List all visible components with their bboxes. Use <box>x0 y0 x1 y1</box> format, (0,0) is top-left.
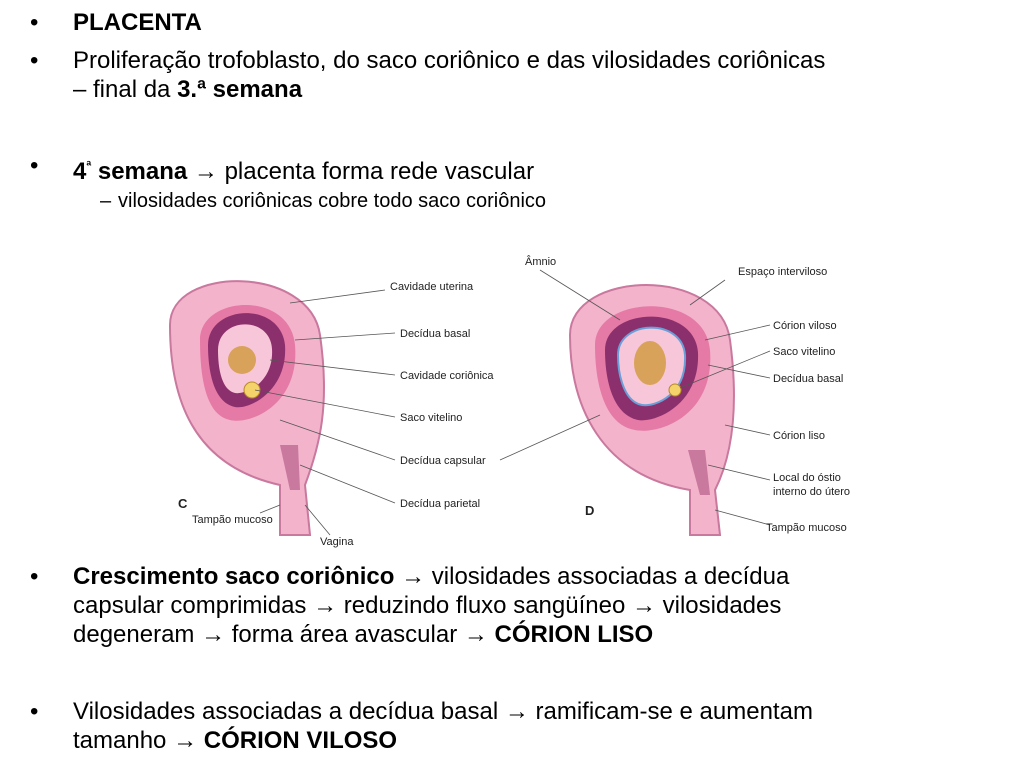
bold-week-number: 4 <box>73 158 87 185</box>
bullet-dot: • <box>30 9 39 36</box>
label-saco-vitelino-d: Saco vitelino <box>773 346 835 358</box>
label-cavidade-corionica: Cavidade coriônica <box>400 370 494 382</box>
bold-week: semana <box>91 158 188 185</box>
bullet-text-cont: – final da <box>73 76 178 103</box>
bullet-dot: • <box>30 152 39 179</box>
label-decidua-capsular: Decídua capsular <box>400 455 486 467</box>
bullet-text: Proliferação trofoblasto, do saco coriôn… <box>73 47 826 74</box>
label-decidua-basal-d: Decídua basal <box>773 373 843 385</box>
bullet-vilosidades: • Vilosidades associadas a decídua basal… <box>0 697 1024 755</box>
label-tampao-mucoso-d: Tampão mucoso <box>766 522 847 534</box>
bold-third-week: 3.ª semana <box>177 76 303 103</box>
superscript: ª <box>86 158 92 173</box>
panel-c-letter: C <box>178 496 188 511</box>
sub-bullet-text: vilosidades coriônicas cobre todo saco c… <box>118 190 547 212</box>
panel-c-diagram <box>168 280 325 536</box>
label-cavidade-uterina: Cavidade uterina <box>390 281 474 293</box>
bold-crescimento: Crescimento saco coriônico <box>73 563 395 590</box>
label-espaco-interviloso: Espaço interviloso <box>738 266 827 278</box>
label-local-ostio-2: interno do útero <box>773 486 850 498</box>
label-corion-viloso: Córion viloso <box>773 320 837 332</box>
bullet-proliferacao: • Proliferação trofoblasto, do saco cori… <box>0 46 1024 104</box>
bullet-text-cont: capsular comprimidas → reduzindo fluxo s… <box>73 592 782 619</box>
bullet-text-cont2: degeneram → forma área avascular → <box>73 621 495 648</box>
panel-d-diagram <box>568 284 735 536</box>
label-vagina: Vagina <box>320 536 354 548</box>
label-local-ostio-1: Local do óstio <box>773 472 841 484</box>
sub-dash: – <box>100 190 112 212</box>
label-decidua-parietal: Decídua parietal <box>400 498 480 510</box>
bullet-text-cont: tamanho → <box>73 727 204 754</box>
bold-corion-viloso: CÓRION VILOSO <box>203 727 398 754</box>
bullet-crescimento: • Crescimento saco coriônico → vilosidad… <box>0 562 1024 649</box>
placenta-figure: C Cavidade uterina Decídua basal Cavidad… <box>168 255 850 548</box>
heading-placenta: PLACENTA <box>73 9 202 36</box>
bullet-text: → vilosidades associadas a decídua <box>394 563 790 590</box>
bullet-text: → placenta forma rede vascular <box>187 158 535 185</box>
bullet-dot: • <box>30 698 39 725</box>
label-decidua-basal-c: Decídua basal <box>400 328 470 340</box>
label-amnio: Âmnio <box>525 255 556 268</box>
bold-corion-liso: CÓRION LISO <box>494 621 654 648</box>
bullet-dot: • <box>30 47 39 74</box>
label-tampao-mucoso-c: Tampão mucoso <box>192 514 273 526</box>
bullet-text: Vilosidades associadas a decídua basal →… <box>73 698 813 725</box>
bullet-dot: • <box>30 563 39 590</box>
bullet-quarta-semana: • 4ª semana → placenta forma rede vascul… <box>0 151 1024 212</box>
label-saco-vitelino-c: Saco vitelino <box>400 412 462 424</box>
label-corion-liso: Córion liso <box>773 430 825 442</box>
panel-d-letter: D <box>585 503 594 518</box>
